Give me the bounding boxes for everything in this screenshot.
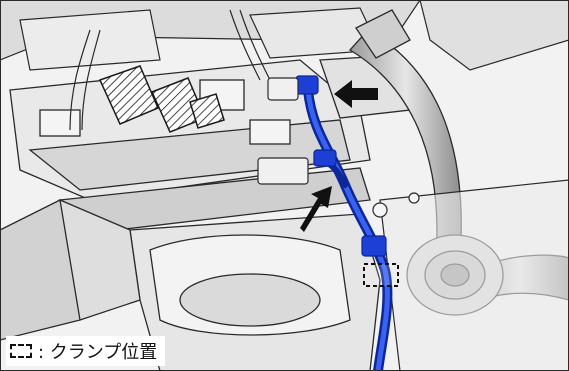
upper-frame (0, 0, 569, 71)
body-panel (372, 179, 569, 371)
legend-label: : クランプ位置 (38, 342, 158, 363)
callout-arrow-upper (334, 80, 378, 108)
clamp-marker-icon (10, 344, 32, 358)
pipes (69, 9, 271, 131)
connectors (257, 77, 309, 185)
clamp-position-marker (363, 263, 399, 287)
callout-arrow-lower (300, 186, 332, 232)
clamp-position-legend: : クランプ位置 (6, 336, 166, 366)
hatched-connectors (98, 65, 225, 133)
wire-harness (295, 75, 393, 371)
lower-component (0, 199, 381, 371)
